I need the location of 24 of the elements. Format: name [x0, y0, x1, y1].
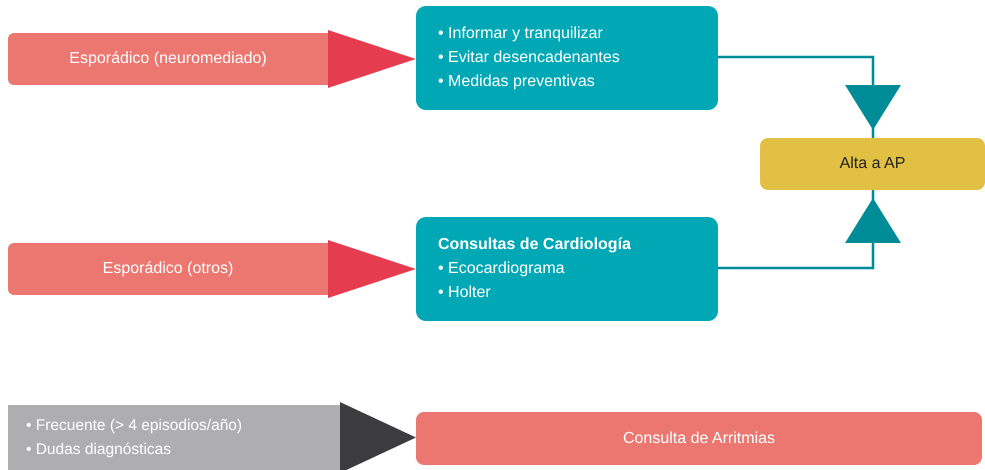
process-box — [8, 33, 328, 85]
arrow — [718, 190, 901, 270]
arrow — [718, 56, 901, 138]
box-text: • Holter — [438, 283, 492, 303]
box-text: Consulta de Arritmias — [622, 428, 776, 448]
box-text: • Ecocardiograma — [438, 259, 566, 279]
info-box — [416, 217, 718, 321]
box-heading: Consultas de Cardiología — [438, 235, 632, 255]
box-text: • Frecuente (> 4 episodios/año) — [26, 416, 244, 436]
info-box — [8, 405, 340, 470]
box-text: Alta a AP — [838, 154, 906, 174]
box-text: • Informar y tranquilizar — [438, 24, 604, 44]
box-text: • Medidas preventivas — [438, 72, 596, 92]
process-box — [8, 243, 328, 295]
info-box — [416, 6, 718, 110]
process-box — [416, 412, 982, 465]
arrow — [328, 240, 416, 298]
box-text: Esporádico (otros) — [102, 259, 234, 279]
arrow — [328, 30, 416, 88]
box-text: Esporádico (neuromediado) — [68, 49, 268, 69]
process-box — [760, 138, 985, 190]
box-text: • Evitar desencadenantes — [438, 48, 621, 68]
arrow — [340, 402, 416, 470]
box-text: • Dudas diagnósticas — [26, 440, 172, 460]
